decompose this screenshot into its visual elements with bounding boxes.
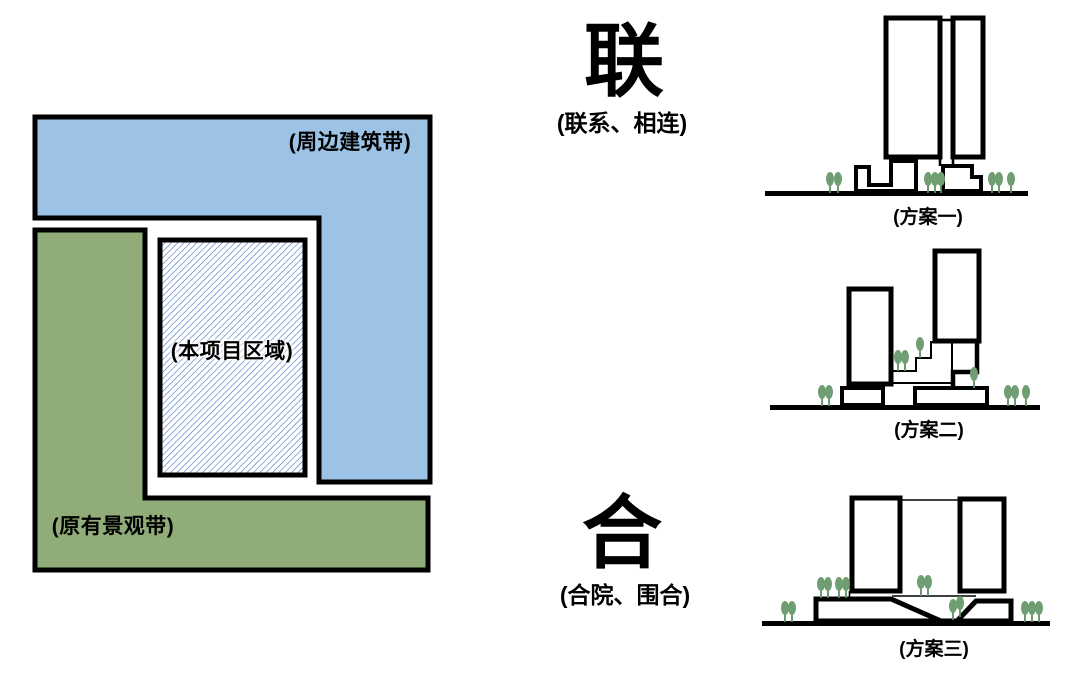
- concept-subtitle-he: (合院、围合): [559, 582, 691, 608]
- scheme-2-terrace-step: [950, 341, 980, 387]
- scheme-2-base-left: [840, 386, 885, 407]
- scheme-1-tower-left: [883, 15, 943, 160]
- scheme-1-tower-right: [950, 15, 986, 160]
- scheme-3-tower-left: [849, 495, 903, 594]
- scheme-2-tower-left: [846, 286, 894, 387]
- scheme-1-label: (方案一): [893, 207, 963, 228]
- concept-character-lian: 联: [584, 17, 664, 106]
- scheme-3-drawing: [762, 495, 1050, 626]
- landscape-band-label: (原有景观带): [51, 515, 175, 538]
- surrounding-band-label: (周边建筑带): [288, 131, 412, 154]
- scheme-1-podium-left: [854, 159, 918, 193]
- existing-landscape-band: [32, 227, 431, 573]
- concept-character-he: 合: [582, 489, 662, 578]
- site-plan: [32, 114, 433, 573]
- scheme-3-podium: [813, 596, 1014, 624]
- scheme-2-stair-terrace: [890, 341, 953, 384]
- scheme-1-podium-right: [941, 164, 983, 193]
- project-area-label: (本项目区域): [170, 340, 294, 363]
- scheme-2-base-right: [913, 386, 989, 407]
- scheme-2-label: (方案二): [894, 420, 964, 441]
- scheme-1-drawing: [765, 15, 1028, 196]
- concept-subtitle-lian: (联系、相连): [556, 110, 688, 136]
- surrounding-building-band: [32, 114, 433, 485]
- scheme-3-label: (方案三): [899, 639, 969, 660]
- scheme-3-tower-right: [957, 496, 1007, 594]
- scheme-2-tower-right: [932, 248, 982, 344]
- scheme-2-drawing: [770, 248, 1040, 410]
- project-area-hatched-zone: [157, 237, 308, 478]
